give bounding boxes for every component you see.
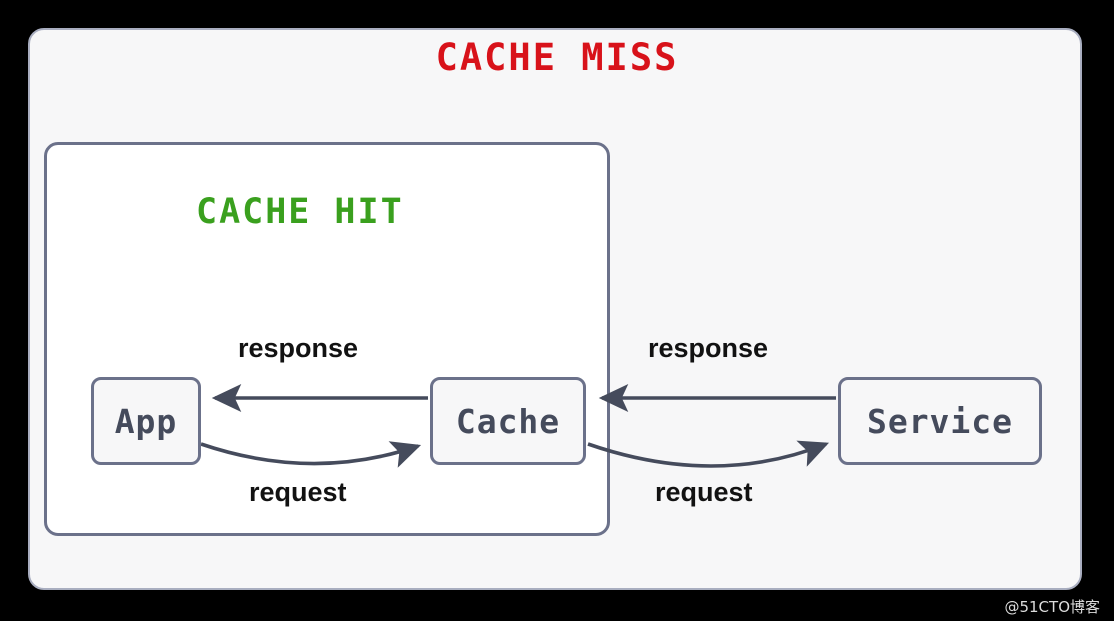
watermark: @51CTO博客 [1004,598,1100,616]
edge-label-app-to-cache: request [249,477,347,507]
edge-label-cache-to-service: request [655,477,753,507]
cache-hit-container [44,142,610,536]
edge-label-service-to-cache: response [648,333,769,363]
cache-hit-title: CACHE HIT [196,192,404,232]
edge-label-cache-to-app: response [238,333,359,363]
node-app[interactable]: App [91,377,201,465]
node-service[interactable]: Service [838,377,1042,465]
cache-miss-title: CACHE MISS [435,36,679,79]
node-cache[interactable]: Cache [430,377,586,465]
